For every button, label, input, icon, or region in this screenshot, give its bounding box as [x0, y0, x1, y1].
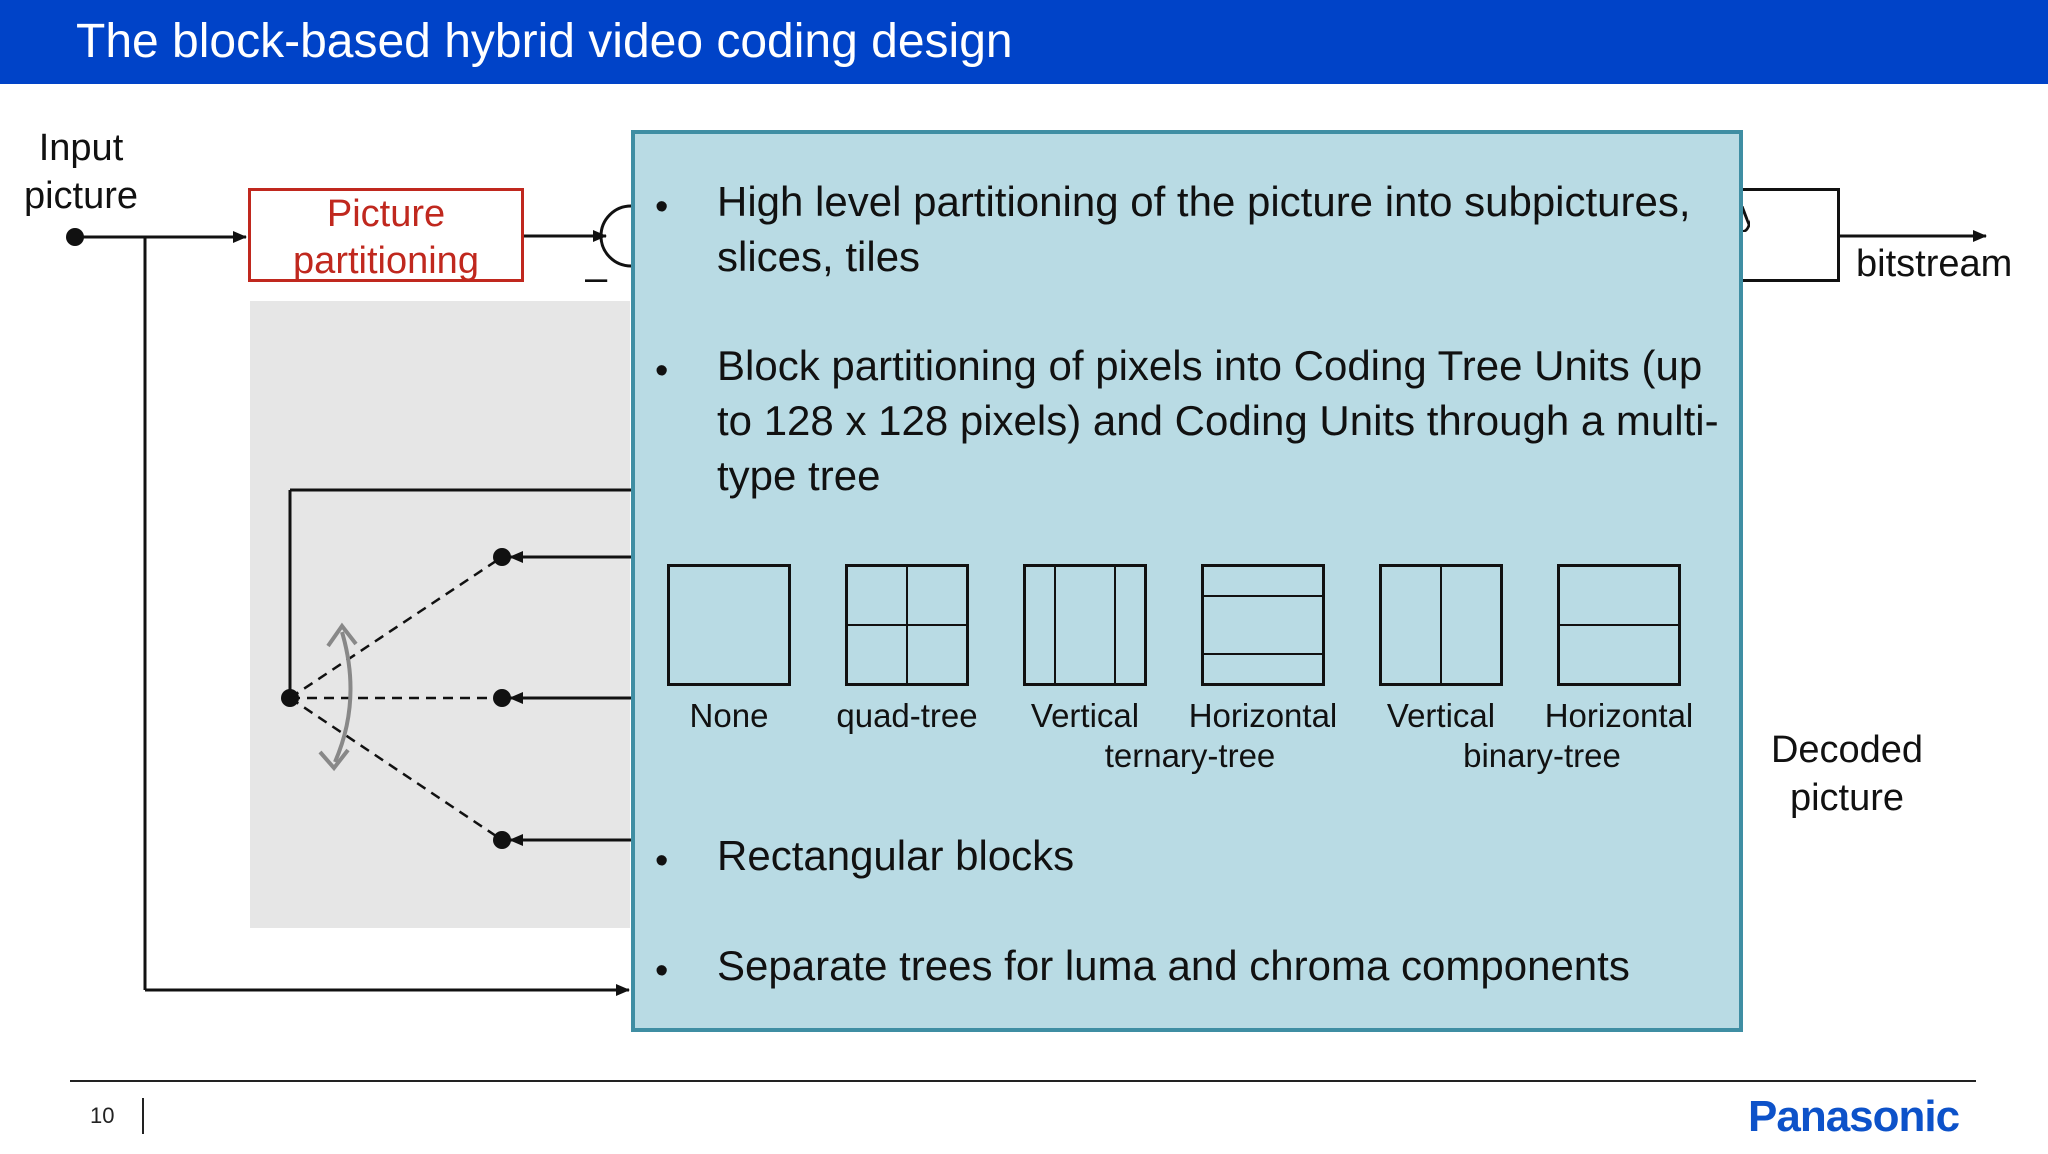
decoded-label-line-2: picture — [1789, 777, 1905, 819]
bullet-2-glyph: • — [655, 350, 669, 392]
ht-split-bottom — [1204, 653, 1322, 655]
panasonic-logo: Panasonic — [1748, 1092, 1960, 1141]
partition-label-horizontal-binary: Horizontal — [1544, 697, 1694, 734]
partition-horizontal-ternary-box — [1201, 564, 1325, 686]
input-picture-label: Input picture — [18, 124, 144, 220]
partition-label-vertical-ternary: Vertical — [1030, 697, 1140, 734]
switch-dashed-top — [289, 555, 503, 700]
input-label-line-2: picture — [23, 175, 139, 217]
group-label-ternary: ternary-tree — [1104, 737, 1276, 774]
bullet-3-text: Rectangular blocks — [717, 832, 1075, 879]
partition-none-box — [667, 564, 791, 686]
vt-split-right — [1114, 567, 1116, 683]
hb-split — [1560, 624, 1678, 626]
partitioning-info-panel: • High level partitioning of the picture… — [631, 130, 1743, 1032]
partition-quad-box — [845, 564, 969, 686]
switch-curve-head-top — [326, 622, 358, 648]
input-label-line-1: Input — [38, 127, 124, 169]
quad-horizontal-split — [848, 624, 966, 626]
footer-divider — [70, 1080, 1976, 1082]
partition-label-vertical-binary: Vertical — [1386, 697, 1496, 734]
partition-vertical-ternary-box — [1023, 564, 1147, 686]
picture-partitioning-line-1: Picture — [326, 193, 446, 235]
bullet-1-text: High level partitioning of the picture i… — [717, 178, 1691, 280]
switch-curve — [333, 631, 353, 763]
bullet-4-glyph: • — [655, 950, 669, 992]
slide-title: The block-based hybrid video coding desi… — [76, 15, 1013, 68]
bullet-4-text: Separate trees for luma and chroma compo… — [717, 942, 1630, 989]
partition-label-none: None — [689, 697, 769, 734]
ht-split-top — [1204, 595, 1322, 597]
input-dot-bottom — [493, 831, 511, 849]
bullet-1-glyph: • — [655, 186, 669, 228]
decoded-label-line-1: Decoded — [1770, 729, 1924, 771]
picture-partitioning-line-2: partitioning — [293, 240, 479, 282]
partition-label-horizontal-ternary: Horizontal — [1188, 697, 1338, 734]
page-number-separator — [142, 1098, 144, 1134]
prediction-area — [250, 301, 630, 928]
title-bar: The block-based hybrid video coding desi… — [0, 0, 2048, 84]
bullet-3-glyph: • — [655, 840, 669, 882]
bullet-2-text: Block partitioning of pixels into Coding… — [717, 342, 1719, 499]
partition-label-quad: quad-tree — [836, 697, 978, 734]
decoded-picture-label: Decoded picture — [1752, 726, 1942, 822]
page-number: 10 — [90, 1103, 115, 1128]
switch-dashed-bottom — [289, 696, 503, 842]
bitstream-label: bitstream — [1856, 243, 2013, 285]
minus-sign: – — [585, 256, 608, 300]
switch-curve-head-bottom — [318, 748, 350, 772]
summing-node — [599, 204, 632, 268]
partition-horizontal-binary-box — [1557, 564, 1681, 686]
picture-partitioning-block: Picture partitioning — [248, 188, 524, 282]
input-dot-middle — [493, 689, 511, 707]
vb-split — [1440, 567, 1442, 683]
vt-split-left — [1054, 567, 1056, 683]
partition-vertical-binary-box — [1379, 564, 1503, 686]
input-dot-top — [493, 548, 511, 566]
group-label-binary: binary-tree — [1463, 737, 1621, 774]
